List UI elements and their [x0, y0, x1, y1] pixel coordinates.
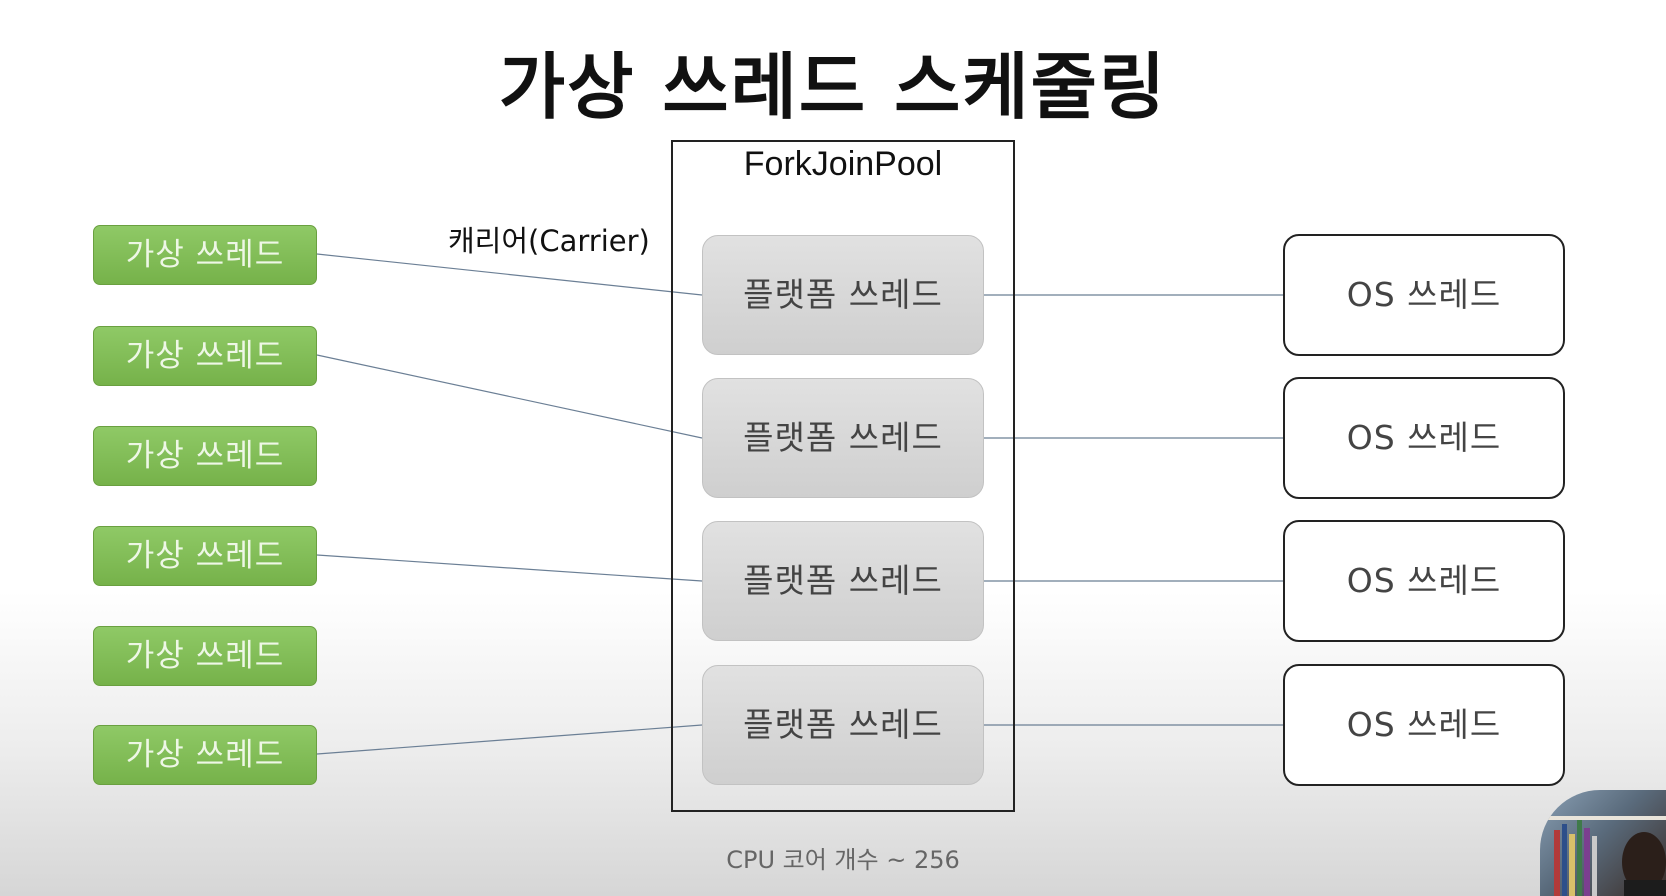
virtual-thread-6: 가상 쓰레드	[93, 725, 317, 785]
virtual-thread-3: 가상 쓰레드	[93, 426, 317, 486]
link-virtual-1-platform-1	[316, 253, 703, 296]
os-thread-4: OS 쓰레드	[1283, 664, 1565, 786]
os-thread-1: OS 쓰레드	[1283, 234, 1565, 356]
platform-thread-1: 플랫폼 쓰레드	[702, 235, 984, 355]
presenter-webcam-thumbnail	[1540, 790, 1666, 896]
carrier-label: 캐리어(Carrier)	[448, 224, 650, 258]
virtual-thread-5: 가상 쓰레드	[93, 626, 317, 686]
forkjoinpool-box	[671, 140, 1015, 812]
platform-thread-3: 플랫폼 쓰레드	[702, 521, 984, 641]
link-virtual-6-platform-4	[316, 724, 703, 755]
os-thread-3: OS 쓰레드	[1283, 520, 1565, 642]
platform-thread-2: 플랫폼 쓰레드	[702, 378, 984, 498]
platform-thread-4: 플랫폼 쓰레드	[702, 665, 984, 785]
cpu-core-note: CPU 코어 개수 ~ 256	[726, 846, 960, 874]
forkjoinpool-label: ForkJoinPool	[743, 145, 943, 183]
os-thread-2: OS 쓰레드	[1283, 377, 1565, 499]
virtual-thread-4: 가상 쓰레드	[93, 526, 317, 586]
virtual-thread-1: 가상 쓰레드	[93, 225, 317, 285]
link-virtual-2-platform-2	[316, 354, 703, 439]
virtual-thread-2: 가상 쓰레드	[93, 326, 317, 386]
link-virtual-4-platform-3	[316, 554, 703, 582]
bookshelf-image	[1540, 816, 1666, 896]
page-title: 가상 쓰레드 스케줄링	[498, 45, 1168, 129]
